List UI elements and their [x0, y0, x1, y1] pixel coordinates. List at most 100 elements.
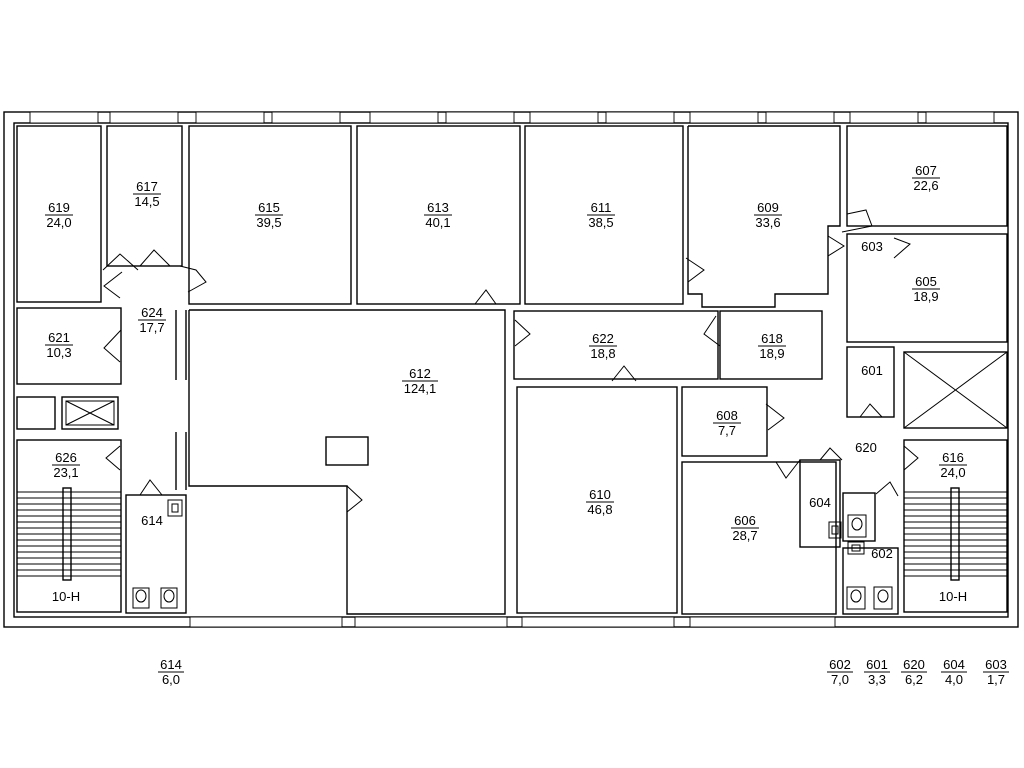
room-number: 612 [409, 366, 431, 381]
room-number: 608 [716, 408, 738, 423]
room-label: 601 [861, 363, 883, 378]
room-area: 40,1 [425, 215, 450, 230]
stair-label: 10-Н [52, 589, 80, 604]
room-area: 14,5 [134, 194, 159, 209]
room-area: 17,7 [139, 320, 164, 335]
room-number: 615 [258, 200, 280, 215]
sink-icon [828, 521, 842, 539]
room-label: 619 24,0 [45, 200, 73, 230]
legend-area: 6,2 [905, 672, 923, 687]
legend-number: 620 [903, 657, 925, 672]
room-area: 22,6 [913, 178, 938, 193]
sink-icon [167, 499, 183, 517]
room-label: 617 14,5 [133, 179, 161, 209]
room-label: 622 18,8 [589, 331, 617, 361]
stair-left [17, 487, 121, 581]
room-label: 608 7,7 [713, 408, 741, 438]
room-label: 610 46,8 [586, 487, 614, 517]
fixtures [132, 499, 893, 610]
room-label: 609 33,6 [754, 200, 782, 230]
room-number: 624 [141, 305, 163, 320]
room-number: 616 [942, 450, 964, 465]
stair-label: 10-Н [939, 589, 967, 604]
room-number: 606 [734, 513, 756, 528]
legend-number: 614 [160, 657, 182, 672]
stairs [17, 487, 1007, 581]
legend-area: 6,0 [162, 672, 180, 687]
room-label: 620 [855, 440, 877, 455]
legend-number: 603 [985, 657, 1007, 672]
room-number: 618 [761, 331, 783, 346]
legend-number: 604 [943, 657, 965, 672]
sink-icon [847, 541, 865, 555]
room-number: 607 [915, 163, 937, 178]
room-area: 18,9 [759, 346, 784, 361]
room-label: 602 [871, 546, 893, 561]
room-number: 604 [809, 495, 831, 510]
legend-item: 620 6,2 [901, 657, 927, 687]
windows [29, 111, 995, 628]
room-area: 23,1 [53, 465, 78, 480]
room-label: 605 18,9 [912, 274, 940, 304]
room-label: 607 22,6 [912, 163, 940, 193]
room-area: 33,6 [755, 215, 780, 230]
room-number: 622 [592, 331, 614, 346]
room-label: 615 39,5 [255, 200, 283, 230]
room-label: 611 38,5 [587, 200, 615, 230]
legend-area: 3,3 [868, 672, 886, 687]
room-label: 618 18,9 [758, 331, 786, 361]
room-label: 626 23,1 [52, 450, 80, 480]
legend-item: 604 4,0 [941, 657, 967, 687]
toilet-icon [846, 586, 866, 610]
toilet-icon [132, 587, 150, 609]
room-number: 602 [871, 546, 893, 561]
room-label: 613 40,1 [424, 200, 452, 230]
area-legend: 614 6,0 602 7,0 601 3,3 620 6,2 604 4,0 … [158, 657, 1009, 687]
legend-item: 614 6,0 [158, 657, 184, 687]
room-label: 604 [809, 495, 831, 510]
room-number: 605 [915, 274, 937, 289]
room-number: 620 [855, 440, 877, 455]
toilet-icon [160, 587, 178, 609]
room-area: 10,3 [46, 345, 71, 360]
stair-right [904, 487, 1007, 581]
legend-area: 4,0 [945, 672, 963, 687]
room-number: 609 [757, 200, 779, 215]
doors [102, 209, 919, 513]
room-area: 24,0 [46, 215, 71, 230]
room-number: 601 [861, 363, 883, 378]
room-label: 624 17,7 [138, 305, 166, 335]
room-area: 38,5 [588, 215, 613, 230]
room-label: 603 [861, 239, 883, 254]
room-number: 617 [136, 179, 158, 194]
room-number: 613 [427, 200, 449, 215]
room-area: 28,7 [732, 528, 757, 543]
room-label: 606 28,7 [731, 513, 759, 543]
room-number: 619 [48, 200, 70, 215]
toilet-icon [873, 586, 893, 610]
room-walls [16, 125, 1008, 615]
room-area: 7,7 [718, 423, 736, 438]
legend-area: 7,0 [831, 672, 849, 687]
room-area: 124,1 [404, 381, 437, 396]
toilet-icon [847, 514, 867, 538]
legend-item: 601 3,3 [864, 657, 890, 687]
room-number: 610 [589, 487, 611, 502]
room-label: 614 [141, 513, 163, 528]
legend-number: 601 [866, 657, 888, 672]
legend-item: 603 1,7 [983, 657, 1009, 687]
room-area: 18,8 [590, 346, 615, 361]
legend-item: 602 7,0 [827, 657, 853, 687]
room-number: 614 [141, 513, 163, 528]
room-labels: 619 24,0 617 14,5 615 39,5 613 40,1 611 … [45, 163, 967, 604]
legend-number: 602 [829, 657, 851, 672]
room-number: 603 [861, 239, 883, 254]
room-area: 18,9 [913, 289, 938, 304]
room-number: 621 [48, 330, 70, 345]
room-area: 39,5 [256, 215, 281, 230]
legend-area: 1,7 [987, 672, 1005, 687]
room-number: 611 [591, 200, 612, 215]
room-area: 46,8 [587, 502, 612, 517]
room-number: 626 [55, 450, 77, 465]
